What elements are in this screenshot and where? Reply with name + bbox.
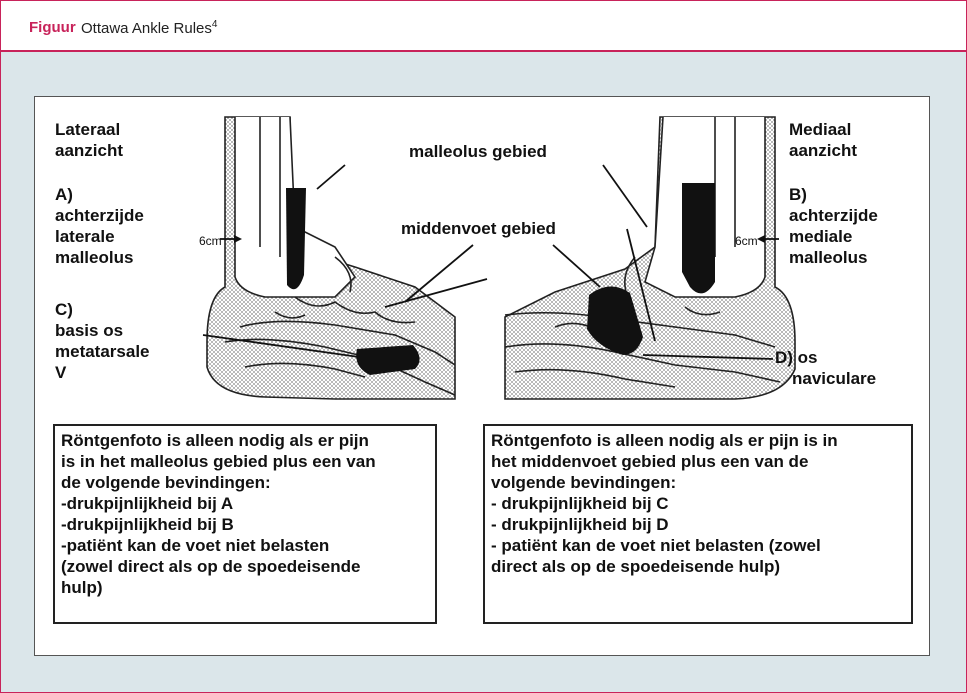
midfoot-rule-line: direct als op de spoedeisende hulp) xyxy=(491,556,905,577)
lateral-6cm-measure: 6cm xyxy=(199,231,222,252)
medial-view-label-line2: aanzicht xyxy=(789,140,857,161)
point-b-zone xyxy=(682,183,715,293)
figure-label: Figuur xyxy=(29,19,76,36)
point-a-label-line4: malleolus xyxy=(55,247,133,268)
point-c-label-line4: V xyxy=(55,362,66,383)
point-c-label-line2: basis os xyxy=(55,320,123,341)
malleolus-rule-line: -drukpijnlijkheid bij A xyxy=(61,493,429,514)
midfoot-rule-line: het middenvoet gebied plus een van de xyxy=(491,451,905,472)
figure-header: Figuur Ottawa Ankle Rules4 xyxy=(1,1,966,52)
figure-title: Ottawa Ankle Rules4 xyxy=(81,19,217,37)
point-c-label-line3: metatarsale xyxy=(55,341,150,362)
medial-view-label-line1: Mediaal xyxy=(789,119,851,140)
point-a-label-line1: A) xyxy=(55,184,73,205)
medial-6cm-measure: 6cm xyxy=(735,231,758,252)
figure-title-text: Ottawa Ankle Rules xyxy=(81,20,212,37)
malleolus-area-label: malleolus gebied xyxy=(409,141,547,162)
figure-reference: 4 xyxy=(212,19,218,30)
midfoot-rule-line: - patiënt kan de voet niet belasten (zow… xyxy=(491,535,905,556)
malleolus-rule-line: de volgende bevindingen: xyxy=(61,472,429,493)
point-b-label-line3: mediale xyxy=(789,226,852,247)
malleolus-rule-line: -drukpijnlijkheid bij B xyxy=(61,514,429,535)
malleolus-rule-box: Röntgenfoto is alleen nodig als er pijn … xyxy=(53,424,437,624)
point-c-label-line1: C) xyxy=(55,299,73,320)
midfoot-rule-line: - drukpijnlijkheid bij C xyxy=(491,493,905,514)
lateral-view-label-line2: aanzicht xyxy=(55,140,123,161)
point-b-label-line4: malleolus xyxy=(789,247,867,268)
malleolus-rule-line: (zowel direct als op de spoedeisende xyxy=(61,556,429,577)
point-a-zone xyxy=(286,188,306,289)
midfoot-rule-line: Röntgenfoto is alleen nodig als er pijn … xyxy=(491,430,905,451)
malleolus-rule-line: hulp) xyxy=(61,577,429,598)
medial-foot-drawing xyxy=(505,117,795,399)
ankle-diagram: Lateraal aanzicht Mediaal aanzicht malle… xyxy=(34,96,930,656)
malleolus-rule-line: -patiënt kan de voet niet belasten xyxy=(61,535,429,556)
point-a-label-line2: achterzijde xyxy=(55,205,144,226)
lateral-view-label-line1: Lateraal xyxy=(55,119,120,140)
point-b-label-line1: B) xyxy=(789,184,807,205)
midfoot-rule-line: volgende bevindingen: xyxy=(491,472,905,493)
point-a-label-line3: laterale xyxy=(55,226,115,247)
point-d-label-line2: naviculare xyxy=(792,368,876,389)
midfoot-rule-box: Röntgenfoto is alleen nodig als er pijn … xyxy=(483,424,913,624)
point-b-label-line2: achterzijde xyxy=(789,205,878,226)
midfoot-area-label: middenvoet gebied xyxy=(401,218,556,239)
malleolus-rule-line: Röntgenfoto is alleen nodig als er pijn xyxy=(61,430,429,451)
malleolus-rule-line: is in het malleolus gebied plus een van xyxy=(61,451,429,472)
point-d-label-line1: D) os xyxy=(775,347,818,368)
midfoot-rule-line: - drukpijnlijkheid bij D xyxy=(491,514,905,535)
